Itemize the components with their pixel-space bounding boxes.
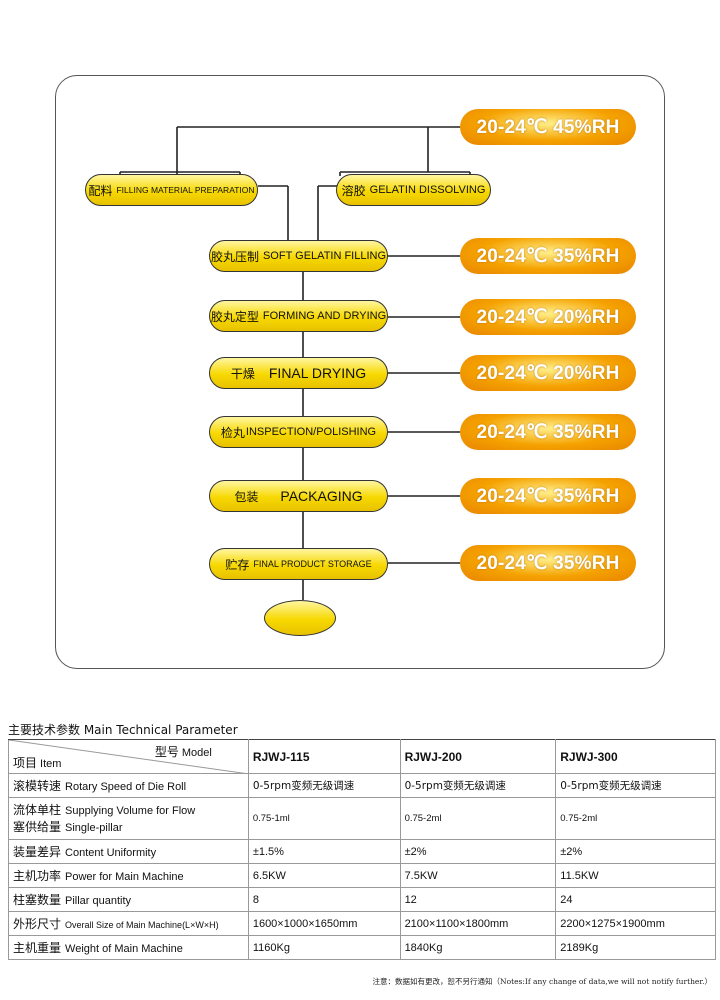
item-en: Weight of Main Machine xyxy=(65,943,183,955)
value-cell: 8 xyxy=(247,887,401,912)
condition-badge: 20-24℃ 35%RH xyxy=(460,545,636,581)
value-cell: 1160Kg xyxy=(247,935,401,960)
step-en: INSPECTION/POLISHING xyxy=(245,426,377,438)
step-soft-gelatin-filling: 胶丸压制 SOFT GELATIN FILLING xyxy=(209,240,388,272)
value-cell: 1840Kg xyxy=(399,935,557,960)
step-cn: 胶丸压制 xyxy=(210,249,259,264)
value-cell: 2189Kg xyxy=(555,935,716,960)
condition-badge: 20-24℃ 45%RH xyxy=(460,109,636,145)
item-cn: 装量差异 xyxy=(13,845,62,859)
header-model-cn: 型号 xyxy=(154,745,179,759)
value-cell: 0.75-2ml xyxy=(399,797,557,840)
condition-badge: 20-24℃ 35%RH xyxy=(460,414,636,450)
step-cn: 配料 xyxy=(88,183,113,198)
value-cell: 0-5rpm变频无级调速 xyxy=(555,773,716,798)
step-en: SOFT GELATIN FILLING xyxy=(262,250,387,262)
item-cn: 塞供给量 xyxy=(13,819,62,834)
step-forming-and-drying: 胶丸定型 FORMING AND DRYING xyxy=(209,300,388,332)
footnote: 注意：数据如有更改，恕不另行通知（Notes:If any change of … xyxy=(372,977,712,986)
model-header: RJWJ-200 xyxy=(399,739,557,774)
item-cn: 主机功率 xyxy=(13,869,62,883)
step-final-drying: 干燥 FINAL DRYING xyxy=(209,357,388,389)
condition-badge: 20-24℃ 20%RH xyxy=(460,355,636,391)
value-cell: 12 xyxy=(399,887,557,912)
flow-end-oval xyxy=(264,600,336,636)
value-cell: 2100×1100×1800mm xyxy=(399,911,557,936)
value-cell: 0-5rpm变频无级调速 xyxy=(247,773,401,798)
header-item-en: Item xyxy=(40,758,62,770)
item-cn: 流体单柱 xyxy=(13,802,62,817)
item-en: Single-pillar xyxy=(65,821,123,834)
condition-badge: 20-24℃ 20%RH xyxy=(460,299,636,335)
item-en: Supplying Volume for Flow xyxy=(65,804,196,817)
step-en: FORMING AND DRYING xyxy=(262,310,387,322)
item-cn: 外形尺寸 xyxy=(13,917,62,931)
step-final-product-storage: 贮存 FINAL PRODUCT STORAGE xyxy=(209,548,388,580)
header-model-en: Model xyxy=(181,747,212,759)
item-cn: 主机重量 xyxy=(13,941,62,955)
step-cn: 贮存 xyxy=(225,557,250,572)
step-en: FILLING MATERIAL PREPARATION xyxy=(116,185,255,195)
step-filling-material-preparation: 配料 FILLING MATERIAL PREPARATION xyxy=(85,174,258,206)
model-header: RJWJ-300 xyxy=(555,739,716,774)
value-cell: ±1.5% xyxy=(247,839,401,864)
flowchart-connectors xyxy=(119,126,471,600)
value-cell: 1600×1000×1650mm xyxy=(247,911,401,936)
model-header: RJWJ-115 xyxy=(247,739,401,774)
step-packaging: 包装 PACKAGING xyxy=(209,480,388,512)
step-cn: 溶胶 xyxy=(341,183,366,198)
step-cn: 干燥 xyxy=(230,366,255,381)
step-cn: 包装 xyxy=(234,489,259,504)
value-cell: 0.75-1ml xyxy=(247,797,401,840)
step-en: GELATIN DISSOLVING xyxy=(369,184,486,196)
step-en: FINAL DRYING xyxy=(268,365,367,381)
step-cn: 检丸 xyxy=(220,425,245,440)
value-cell: 24 xyxy=(555,887,716,912)
item-en: Rotary Speed of Die Roll xyxy=(65,781,187,793)
value-cell: ±2% xyxy=(555,839,716,864)
step-gelatin-dissolving: 溶胶 GELATIN DISSOLVING xyxy=(336,174,491,206)
value-cell: 0-5rpm变频无级调速 xyxy=(399,773,557,798)
item-en: Power for Main Machine xyxy=(65,871,184,883)
condition-badge: 20-24℃ 35%RH xyxy=(460,478,636,514)
value-cell: 0.75-2ml xyxy=(555,797,716,840)
item-cn: 滚模转速 xyxy=(13,779,62,793)
item-en: Content Uniformity xyxy=(65,847,157,859)
param-title: 主要技术参数 Main Technical Parameter xyxy=(8,723,238,737)
value-cell: 2200×1275×1900mm xyxy=(555,911,716,936)
step-inspection-polishing: 检丸 INSPECTION/POLISHING xyxy=(209,416,388,448)
value-cell: 7.5KW xyxy=(399,863,557,888)
value-cell: 11.5KW xyxy=(555,863,716,888)
value-cell: 6.5KW xyxy=(247,863,401,888)
header-item-cn: 项目 xyxy=(13,756,38,770)
diagonal-line xyxy=(9,740,249,774)
item-en: Pillar quantity xyxy=(65,895,132,907)
step-en: PACKAGING xyxy=(280,488,363,504)
flowchart-panel xyxy=(55,75,665,669)
item-en: Overall Size of Main Machine(L×W×H) xyxy=(65,920,219,930)
step-cn: 胶丸定型 xyxy=(210,309,259,324)
step-en: FINAL PRODUCT STORAGE xyxy=(253,559,372,569)
value-cell: ±2% xyxy=(399,839,557,864)
condition-badge: 20-24℃ 35%RH xyxy=(460,238,636,274)
item-cn: 柱塞数量 xyxy=(13,893,62,907)
